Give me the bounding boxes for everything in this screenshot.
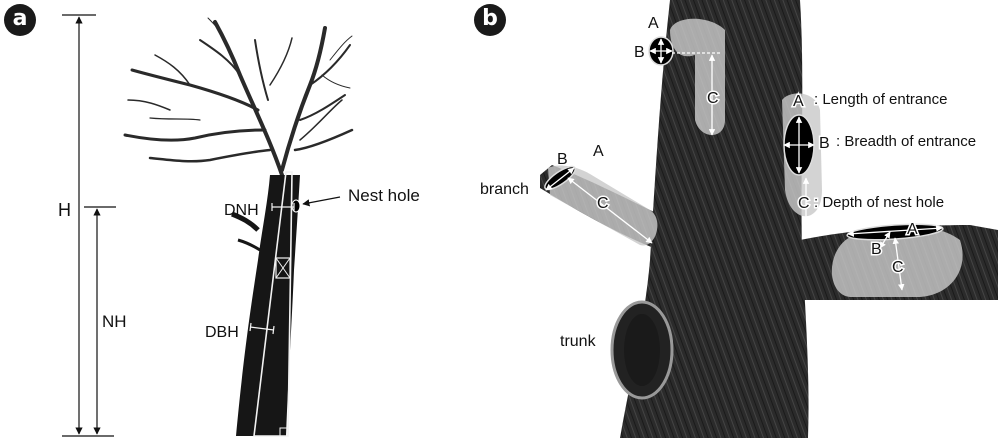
tree-crown	[125, 18, 352, 175]
panel-b: b	[470, 0, 998, 438]
label-a-right: A	[907, 221, 918, 238]
label-dbh: DBH	[205, 324, 239, 341]
label-c-middle: C	[798, 195, 810, 212]
nest-hole	[292, 200, 300, 212]
label-c-top: C	[707, 90, 719, 107]
label-nh: NH	[102, 312, 127, 331]
label-dnh: DNH	[224, 202, 259, 219]
panel-a-diagram: H NH DNH DBH Nest hole	[0, 0, 470, 438]
panel-a-badge: a	[4, 4, 36, 36]
label-nest-hole: Nest hole	[348, 186, 420, 205]
height-dimension	[62, 15, 114, 436]
label-b-branch: B	[557, 151, 568, 168]
legend-depth-of-nest-hole: : Depth of nest hole	[814, 194, 944, 211]
panel-b-badge: b	[474, 4, 506, 36]
label-c-right: C	[892, 259, 904, 276]
legend-length-of-entrance: : Length of entrance	[814, 91, 947, 108]
label-a-top: A	[648, 15, 659, 32]
side-branch-2	[238, 240, 260, 250]
panel-a: a	[0, 0, 470, 438]
label-trunk: trunk	[560, 333, 597, 350]
panel-b-diagram: A B C A B C B A C A B C : Length of entr…	[470, 0, 998, 438]
nest-hole-arrow	[303, 197, 340, 204]
label-b-top: B	[634, 44, 645, 61]
label-a-branch: A	[593, 143, 604, 160]
label-b-middle: B	[819, 135, 830, 152]
label-c-branch: C	[597, 195, 609, 212]
label-b-right: B	[871, 241, 882, 258]
legend-breadth-of-entrance: : Breadth of entrance	[836, 133, 976, 150]
label-branch: branch	[480, 181, 529, 198]
label-h: H	[58, 200, 71, 220]
label-a-middle: A	[793, 93, 804, 110]
